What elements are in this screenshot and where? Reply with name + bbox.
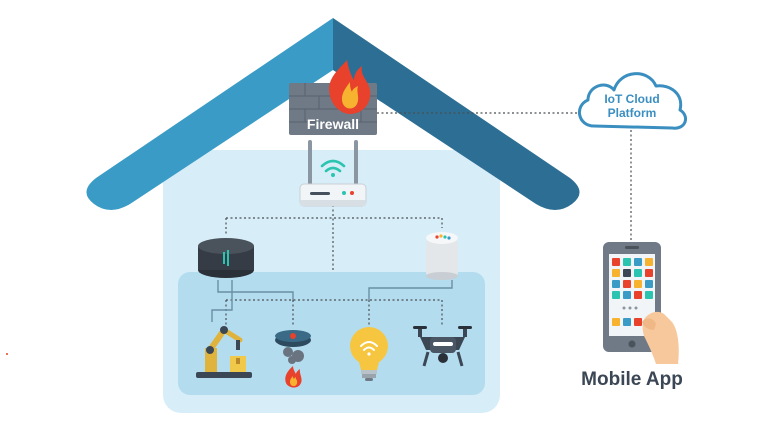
router-icon bbox=[299, 140, 367, 207]
app-grid bbox=[612, 258, 653, 326]
phone-icon bbox=[603, 242, 679, 364]
edge-dot bbox=[6, 353, 8, 355]
robot-arm-icon bbox=[196, 326, 252, 378]
hub-icon bbox=[198, 238, 254, 278]
device-panel bbox=[178, 272, 485, 395]
network-links bbox=[225, 112, 632, 330]
cloud-label-line1: IoT Cloud bbox=[604, 92, 659, 106]
device-wires bbox=[211, 280, 453, 322]
mobile-app-label: Mobile App bbox=[581, 369, 683, 390]
roof bbox=[86, 18, 580, 210]
firewall-icon: Firewall bbox=[289, 60, 377, 135]
smoke-detector-icon bbox=[275, 330, 311, 388]
drone-icon bbox=[413, 326, 472, 367]
speaker-icon bbox=[426, 232, 458, 280]
wifi-icon bbox=[320, 159, 346, 173]
firewall-label: Firewall bbox=[307, 116, 359, 132]
cloud-label-line2: Platform bbox=[608, 106, 657, 120]
hand-icon bbox=[642, 311, 679, 364]
light-bulb-icon bbox=[350, 327, 388, 381]
cloud-icon: IoT Cloud Platform bbox=[578, 72, 688, 130]
flame-icon bbox=[329, 60, 371, 114]
